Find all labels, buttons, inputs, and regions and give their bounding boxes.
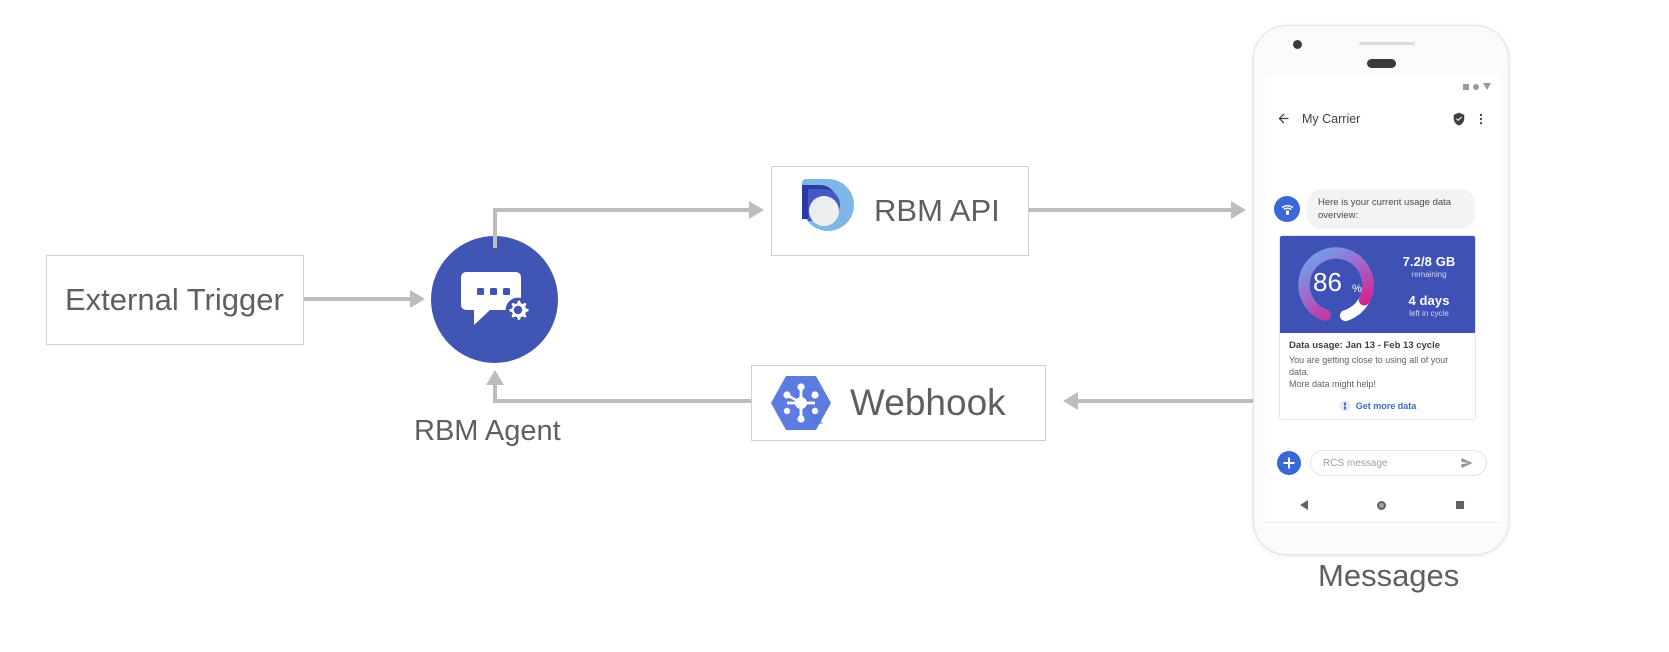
days-left-stat: 4 days left in cycle	[1384, 293, 1474, 318]
phone-device: My Carrier	[1253, 25, 1509, 555]
phone-caption: Messages	[1318, 558, 1460, 593]
rich-card-media: 86 % 7.2/8 GB remaining 4 days left in c…	[1280, 236, 1475, 333]
rich-card[interactable]: 86 % 7.2/8 GB remaining 4 days left in c…	[1279, 235, 1476, 420]
connector-agent-to-api	[493, 208, 751, 212]
phone-screen: My Carrier	[1265, 77, 1499, 526]
rbm-api-icon	[798, 179, 854, 231]
arrowhead-trigger-to-agent	[410, 290, 425, 308]
data-remaining-stat: 7.2/8 GB remaining	[1384, 254, 1474, 279]
send-icon[interactable]	[1460, 456, 1474, 470]
data-remaining-value: 7.2/8 GB	[1402, 254, 1456, 269]
rich-card-body: Data usage: Jan 13 - Feb 13 cycle You ar…	[1280, 333, 1475, 394]
attach-plus-button[interactable]	[1277, 451, 1301, 475]
rich-card-description-line1: You are getting close to using all of yo…	[1289, 355, 1449, 377]
rcs-message-placeholder: RCS message	[1323, 457, 1388, 469]
data-usage-donut-chart	[1298, 247, 1374, 323]
incoming-message-bubble: Here is your current usage data overview…	[1307, 189, 1475, 229]
arrowhead-api-to-phone	[1231, 201, 1246, 219]
arrowhead-agent-to-api	[749, 201, 764, 219]
days-left-value: 4 days	[1408, 293, 1450, 308]
rbm-agent-node[interactable]	[431, 236, 558, 363]
connector-api-to-phone	[1029, 208, 1241, 212]
connector-webhook-to-agent	[493, 399, 751, 403]
rbm-agent-caption: RBM Agent	[414, 415, 561, 447]
external-trigger-box: External Trigger	[46, 255, 304, 345]
donut-percent-symbol: %	[1352, 283, 1362, 295]
speaker-grill	[1367, 59, 1396, 68]
webhook-box[interactable]: Webhook	[751, 365, 1046, 441]
rich-card-description-line2: More data might help!	[1289, 379, 1377, 389]
data-remaining-label: remaining	[1411, 270, 1447, 279]
dropdown-triangle-icon	[1483, 83, 1491, 90]
rich-card-title: Data usage: Jan 13 - Feb 13 cycle	[1289, 340, 1441, 351]
connector-trigger-to-agent	[304, 297, 412, 301]
conversation-thread: Here is your current usage data overview…	[1265, 138, 1499, 526]
incoming-message-text: Here is your current usage data overview…	[1318, 197, 1452, 221]
app-bar-title: My Carrier	[1302, 111, 1361, 126]
arrowhead-webhook-to-agent	[486, 370, 504, 385]
rcs-wifi-icon	[1281, 204, 1293, 215]
days-left-label: left in cycle	[1409, 309, 1449, 318]
rcs-message-input[interactable]: RCS message	[1310, 450, 1487, 476]
globe-icon	[1339, 401, 1350, 411]
get-more-data-label: Get more data	[1355, 401, 1417, 411]
webhook-hexagon-icon	[771, 376, 831, 430]
get-more-data-button[interactable]: Get more data	[1280, 394, 1475, 419]
nav-back-icon[interactable]	[1299, 500, 1308, 510]
rbm-api-box[interactable]: RBM API	[771, 166, 1029, 256]
app-bar: My Carrier	[1265, 99, 1499, 139]
battery-dot-icon	[1473, 83, 1479, 90]
chat-gear-icon	[460, 271, 530, 325]
more-vert-icon[interactable]	[1474, 112, 1488, 126]
signal-square-icon	[1463, 83, 1469, 90]
front-camera-icon	[1293, 40, 1302, 49]
nav-recents-icon[interactable]	[1456, 501, 1465, 509]
sender-avatar	[1274, 196, 1300, 222]
webhook-label: Webhook	[850, 382, 1006, 423]
android-nav-bar	[1265, 488, 1499, 523]
verified-shield-icon	[1453, 112, 1465, 125]
connector-agent-up	[493, 208, 497, 248]
connector-agent-from-below	[493, 385, 497, 403]
earpiece-slot	[1359, 42, 1415, 45]
rbm-api-label: RBM API	[874, 193, 1000, 228]
external-trigger-label: External Trigger	[65, 282, 284, 317]
back-arrow-icon[interactable]	[1276, 111, 1291, 126]
status-bar	[1463, 83, 1491, 90]
nav-home-icon[interactable]	[1377, 500, 1387, 510]
message-composer: RCS message	[1277, 450, 1487, 476]
connector-phone-to-webhook	[1078, 399, 1255, 403]
donut-percent-value: 86	[1313, 267, 1342, 297]
arrowhead-phone-to-webhook	[1063, 392, 1078, 410]
